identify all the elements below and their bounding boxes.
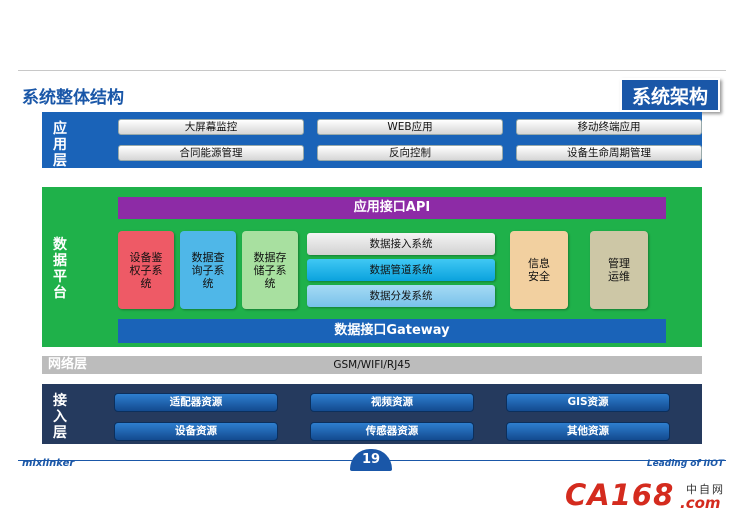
application-layer: 应用层 大屏幕监控 WEB应用 移动终端应用 合同能源管理 反向控制 设备生命周… (42, 112, 702, 169)
auth-subsystem[interactable]: 设备鉴权子系统 (118, 231, 174, 309)
app-item-web[interactable]: WEB应用 (317, 119, 503, 135)
watermark-logo: CA168 (565, 478, 675, 512)
data-platform-label: 数据平台 (53, 237, 67, 301)
video-resource[interactable]: 视频资源 (310, 393, 474, 412)
brand-logo: mixlinker (22, 458, 75, 469)
data-ingest-system[interactable]: 数据接入系统 (307, 233, 495, 255)
page-number: 19 (350, 449, 392, 471)
query-subsystem[interactable]: 数据查询子系统 (180, 231, 236, 309)
device-resource[interactable]: 设备资源 (114, 422, 278, 441)
sensor-resource[interactable]: 传感器资源 (310, 422, 474, 441)
architecture-badge: 系统架构 (620, 78, 720, 112)
gateway-bar[interactable]: 数据接口Gateway (118, 319, 666, 343)
info-security-box[interactable]: 信息安全 (510, 231, 568, 309)
storage-subsystem[interactable]: 数据存储子系统 (242, 231, 298, 309)
app-item-reverse-control[interactable]: 反向控制 (317, 145, 503, 161)
other-resource[interactable]: 其他资源 (506, 422, 670, 441)
storage-subsystem-label: 数据存储子系统 (253, 250, 287, 290)
ops-management-label: 管理运维 (608, 257, 630, 283)
network-protocols: GSM/WIFI/RJ45 (333, 359, 411, 371)
app-item-energy-contract[interactable]: 合同能源管理 (118, 145, 304, 161)
page-title: 系统整体结构 (22, 88, 124, 108)
gis-resource[interactable]: GIS资源 (506, 393, 670, 412)
access-layer: 接入层 适配器资源 视频资源 GIS资源 设备资源 传感器资源 其他资源 (42, 384, 702, 444)
auth-subsystem-label: 设备鉴权子系统 (129, 250, 163, 290)
adapter-resource[interactable]: 适配器资源 (114, 393, 278, 412)
network-layer-label: 网络层 (48, 357, 88, 372)
tagline: Leading of IIOT (646, 459, 724, 469)
app-item-lifecycle[interactable]: 设备生命周期管理 (516, 145, 702, 161)
application-layer-label: 应用层 (53, 121, 67, 169)
query-subsystem-label: 数据查询子系统 (191, 250, 225, 290)
network-layer: 网络层 GSM/WIFI/RJ45 (42, 356, 702, 374)
data-distribution-system[interactable]: 数据分发系统 (307, 285, 495, 307)
ops-management-box[interactable]: 管理运维 (590, 231, 648, 309)
watermark-cn: 中自网 (686, 483, 725, 496)
app-item-big-screen[interactable]: 大屏幕监控 (118, 119, 304, 135)
top-divider (18, 70, 726, 71)
info-security-label: 信息安全 (528, 257, 550, 283)
watermark-com: .com (680, 494, 721, 512)
data-platform-layer: 数据平台 应用接口API 设备鉴权子系统 数据查询子系统 数据存储子系统 数据接… (42, 187, 702, 347)
app-item-mobile[interactable]: 移动终端应用 (516, 119, 702, 135)
data-pipeline-system[interactable]: 数据管道系统 (307, 259, 495, 281)
api-bar[interactable]: 应用接口API (118, 197, 666, 219)
access-layer-label: 接入层 (53, 393, 67, 441)
